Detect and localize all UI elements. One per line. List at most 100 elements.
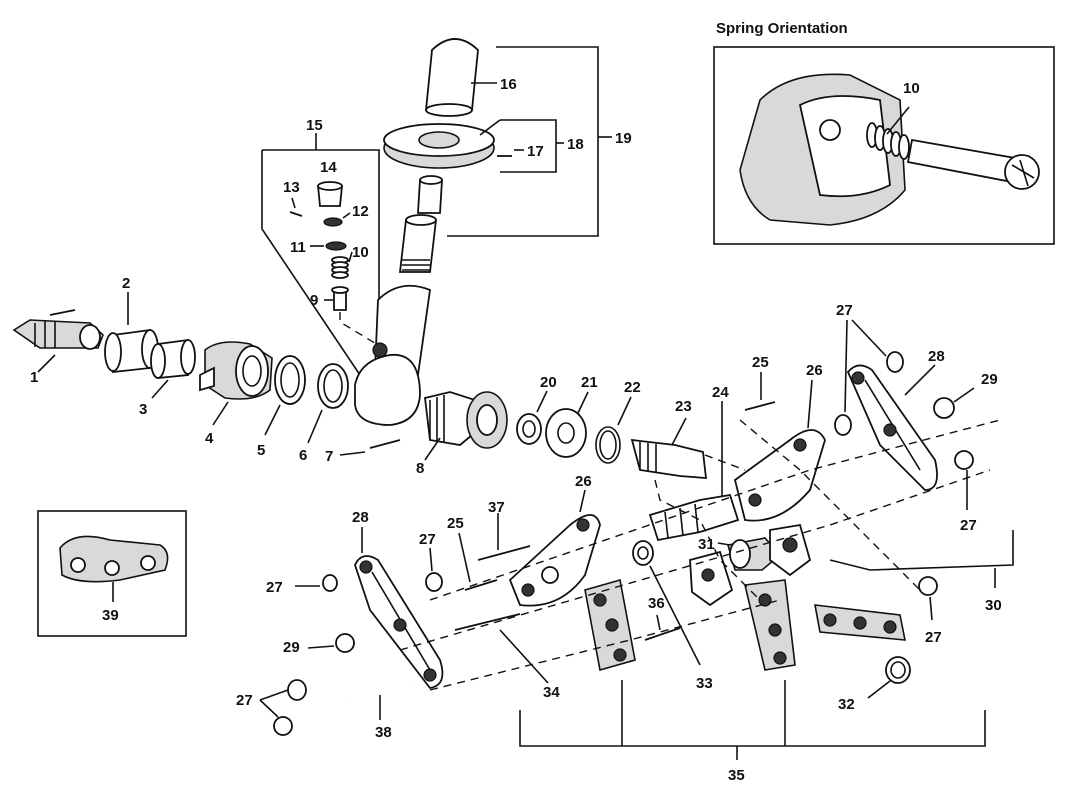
part-25-left bbox=[464, 579, 498, 591]
inset-shaft bbox=[906, 138, 1016, 184]
part-12 bbox=[323, 217, 343, 227]
part-27-a bbox=[834, 414, 852, 436]
label-12: 12 bbox=[352, 203, 369, 220]
part-27-d bbox=[918, 576, 938, 596]
label-10-inset: 10 bbox=[903, 80, 920, 97]
part-5 bbox=[274, 355, 306, 405]
label-37: 37 bbox=[488, 499, 505, 516]
part-22 bbox=[595, 426, 621, 464]
inset-frame bbox=[713, 46, 1055, 245]
label-4: 4 bbox=[205, 430, 214, 447]
part-32 bbox=[885, 656, 911, 684]
main-assembly: 1 2 3 4 5 6 7 bbox=[12, 275, 708, 479]
label-29-right: 29 bbox=[981, 371, 998, 388]
label-25-top: 25 bbox=[752, 354, 769, 371]
label-23: 23 bbox=[675, 398, 692, 415]
label-19: 19 bbox=[615, 130, 632, 147]
label-31: 31 bbox=[698, 536, 715, 553]
part-21 bbox=[545, 408, 587, 458]
label-26-left: 26 bbox=[575, 473, 592, 490]
label-36: 36 bbox=[648, 595, 665, 612]
label-15: 15 bbox=[306, 117, 323, 134]
label-21: 21 bbox=[581, 374, 598, 391]
inset-leader-10 bbox=[886, 106, 910, 135]
label-27-bottom: 27 bbox=[236, 692, 253, 709]
label-28-left: 28 bbox=[352, 509, 369, 526]
part-26-top bbox=[733, 429, 826, 522]
part-36 bbox=[644, 627, 681, 641]
part-7 bbox=[369, 439, 401, 449]
label-27-mid: 27 bbox=[419, 531, 436, 548]
inset-spring bbox=[866, 122, 910, 160]
group-15: 15 14 13 12 11 10 9 bbox=[261, 117, 380, 376]
part-27-h bbox=[425, 572, 443, 592]
part-26-left bbox=[508, 514, 601, 607]
upper-assembly: 16 17 18 19 bbox=[383, 38, 632, 273]
part-10-spring bbox=[331, 256, 349, 279]
label-18: 18 bbox=[567, 136, 584, 153]
part-27-c bbox=[954, 450, 974, 470]
label-38: 38 bbox=[375, 724, 392, 741]
part-33 bbox=[632, 540, 654, 566]
bracket-30 bbox=[829, 530, 1014, 571]
part-29-left bbox=[335, 633, 355, 653]
bracket-35 bbox=[519, 710, 986, 747]
chain-link-inset: 39 bbox=[37, 510, 187, 637]
label-6: 6 bbox=[299, 447, 307, 464]
label-14: 14 bbox=[320, 159, 337, 176]
inset-title: Spring Orientation bbox=[716, 20, 848, 37]
label-30: 30 bbox=[985, 597, 1002, 614]
right-assembly: 24 25 26 27 28 29 27 bbox=[648, 302, 1014, 713]
label-8: 8 bbox=[416, 460, 424, 477]
label-16: 16 bbox=[500, 76, 517, 93]
part-29-right bbox=[933, 397, 955, 419]
label-10: 10 bbox=[352, 244, 369, 261]
part-27-g bbox=[273, 716, 293, 736]
label-5: 5 bbox=[257, 442, 265, 459]
label-24: 24 bbox=[712, 384, 729, 401]
bracket-18 bbox=[500, 119, 557, 173]
part-27-b bbox=[886, 351, 904, 373]
label-27-left: 27 bbox=[266, 579, 283, 596]
part-27-e bbox=[322, 574, 338, 592]
label-2: 2 bbox=[122, 275, 130, 292]
label-39: 39 bbox=[102, 607, 119, 624]
label-7: 7 bbox=[325, 448, 333, 465]
label-33: 33 bbox=[696, 675, 713, 692]
label-17: 17 bbox=[527, 143, 544, 160]
label-28-right: 28 bbox=[928, 348, 945, 365]
part-37 bbox=[477, 545, 531, 561]
inset-bore bbox=[819, 119, 841, 141]
part-11 bbox=[325, 241, 347, 251]
part-6 bbox=[317, 363, 349, 409]
assembly-guide-lines bbox=[399, 419, 1001, 691]
label-13: 13 bbox=[283, 179, 300, 196]
bracket-19 bbox=[447, 46, 599, 237]
label-32: 32 bbox=[838, 696, 855, 713]
label-35: 35 bbox=[728, 767, 745, 784]
chain-link-39 bbox=[59, 535, 169, 583]
part-34 bbox=[454, 613, 521, 631]
label-9: 9 bbox=[310, 292, 318, 309]
label-27-lowright: 27 bbox=[925, 629, 942, 646]
label-27-right: 27 bbox=[960, 517, 977, 534]
inset-shaft-head bbox=[1004, 154, 1040, 190]
label-20: 20 bbox=[540, 374, 557, 391]
label-26-top: 26 bbox=[806, 362, 823, 379]
spring-orientation-inset: Spring Orientation 10 bbox=[713, 20, 1055, 245]
label-1: 1 bbox=[30, 369, 38, 386]
label-34: 34 bbox=[543, 684, 560, 701]
label-11: 11 bbox=[290, 239, 306, 256]
chain-inset-frame bbox=[37, 510, 187, 637]
part-9 bbox=[333, 291, 347, 311]
part-chain-mid bbox=[744, 579, 796, 671]
part-13 bbox=[289, 211, 303, 217]
label-25-left: 25 bbox=[447, 515, 464, 532]
part-27-f bbox=[287, 679, 307, 701]
label-3: 3 bbox=[139, 401, 147, 418]
part-20 bbox=[516, 413, 542, 445]
label-22: 22 bbox=[624, 379, 641, 396]
central-housing bbox=[354, 354, 421, 426]
